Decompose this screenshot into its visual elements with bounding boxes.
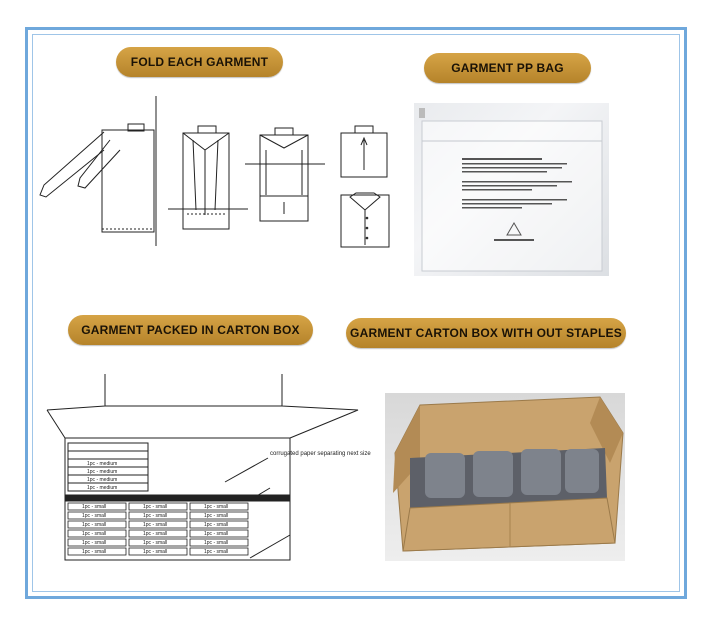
step-5-folded-shirt-front [340,192,390,248]
svg-text:1pc - small: 1pc - small [204,513,228,519]
carton-box-photo [385,393,625,561]
carton-side-edges [249,438,291,559]
small-rows [67,502,249,556]
outer-frame [25,27,687,599]
step-4-folded-block [340,125,388,178]
svg-text:1pc - small: 1pc - small [204,531,228,537]
svg-text:1pc - small: 1pc - small [143,513,167,519]
step-3-folded-bottom [245,127,325,222]
corrugated-paper-note: corrugated paper separating next size [270,451,371,457]
pp-bag-title: GARMENT PP BAG [424,53,591,83]
packed-carton-title: GARMENT PACKED IN CARTON BOX [68,315,313,345]
svg-text:1pc - small: 1pc - small [82,531,106,537]
svg-text:1pc - medium: 1pc - medium [87,485,117,491]
svg-text:1pc - small: 1pc - small [204,522,228,528]
pp-bag-photo [414,103,609,276]
svg-text:1pc - small: 1pc - small [143,522,167,528]
step-2-folded-sides [168,125,248,230]
svg-text:1pc - small: 1pc - small [143,540,167,546]
inner-frame [32,34,680,592]
svg-text:1pc - small: 1pc - small [82,504,106,510]
svg-text:1pc - medium: 1pc - medium [87,461,117,467]
svg-text:1pc - medium: 1pc - medium [87,469,117,475]
svg-text:1pc - small: 1pc - small [82,549,106,555]
fold-garment-title: FOLD EACH GARMENT [116,47,283,77]
step-1-shirt-sleeves [39,96,157,246]
svg-text:1pc - small: 1pc - small [143,531,167,537]
svg-text:1pc - small: 1pc - small [204,549,228,555]
medium-stack [67,442,149,492]
svg-text:1pc - small: 1pc - small [204,504,228,510]
svg-text:1pc - small: 1pc - small [143,549,167,555]
svg-text:1pc - small: 1pc - small [204,540,228,546]
carton-flaps [46,374,359,439]
svg-text:1pc - small: 1pc - small [143,504,167,510]
svg-text:1pc - small: 1pc - small [82,513,106,519]
carton-no-staples-title: GARMENT CARTON BOX WITH OUT STAPLES [346,318,626,348]
svg-text:1pc - medium: 1pc - medium [87,477,117,483]
svg-text:1pc - small: 1pc - small [82,522,106,528]
svg-text:1pc - small: 1pc - small [82,540,106,546]
